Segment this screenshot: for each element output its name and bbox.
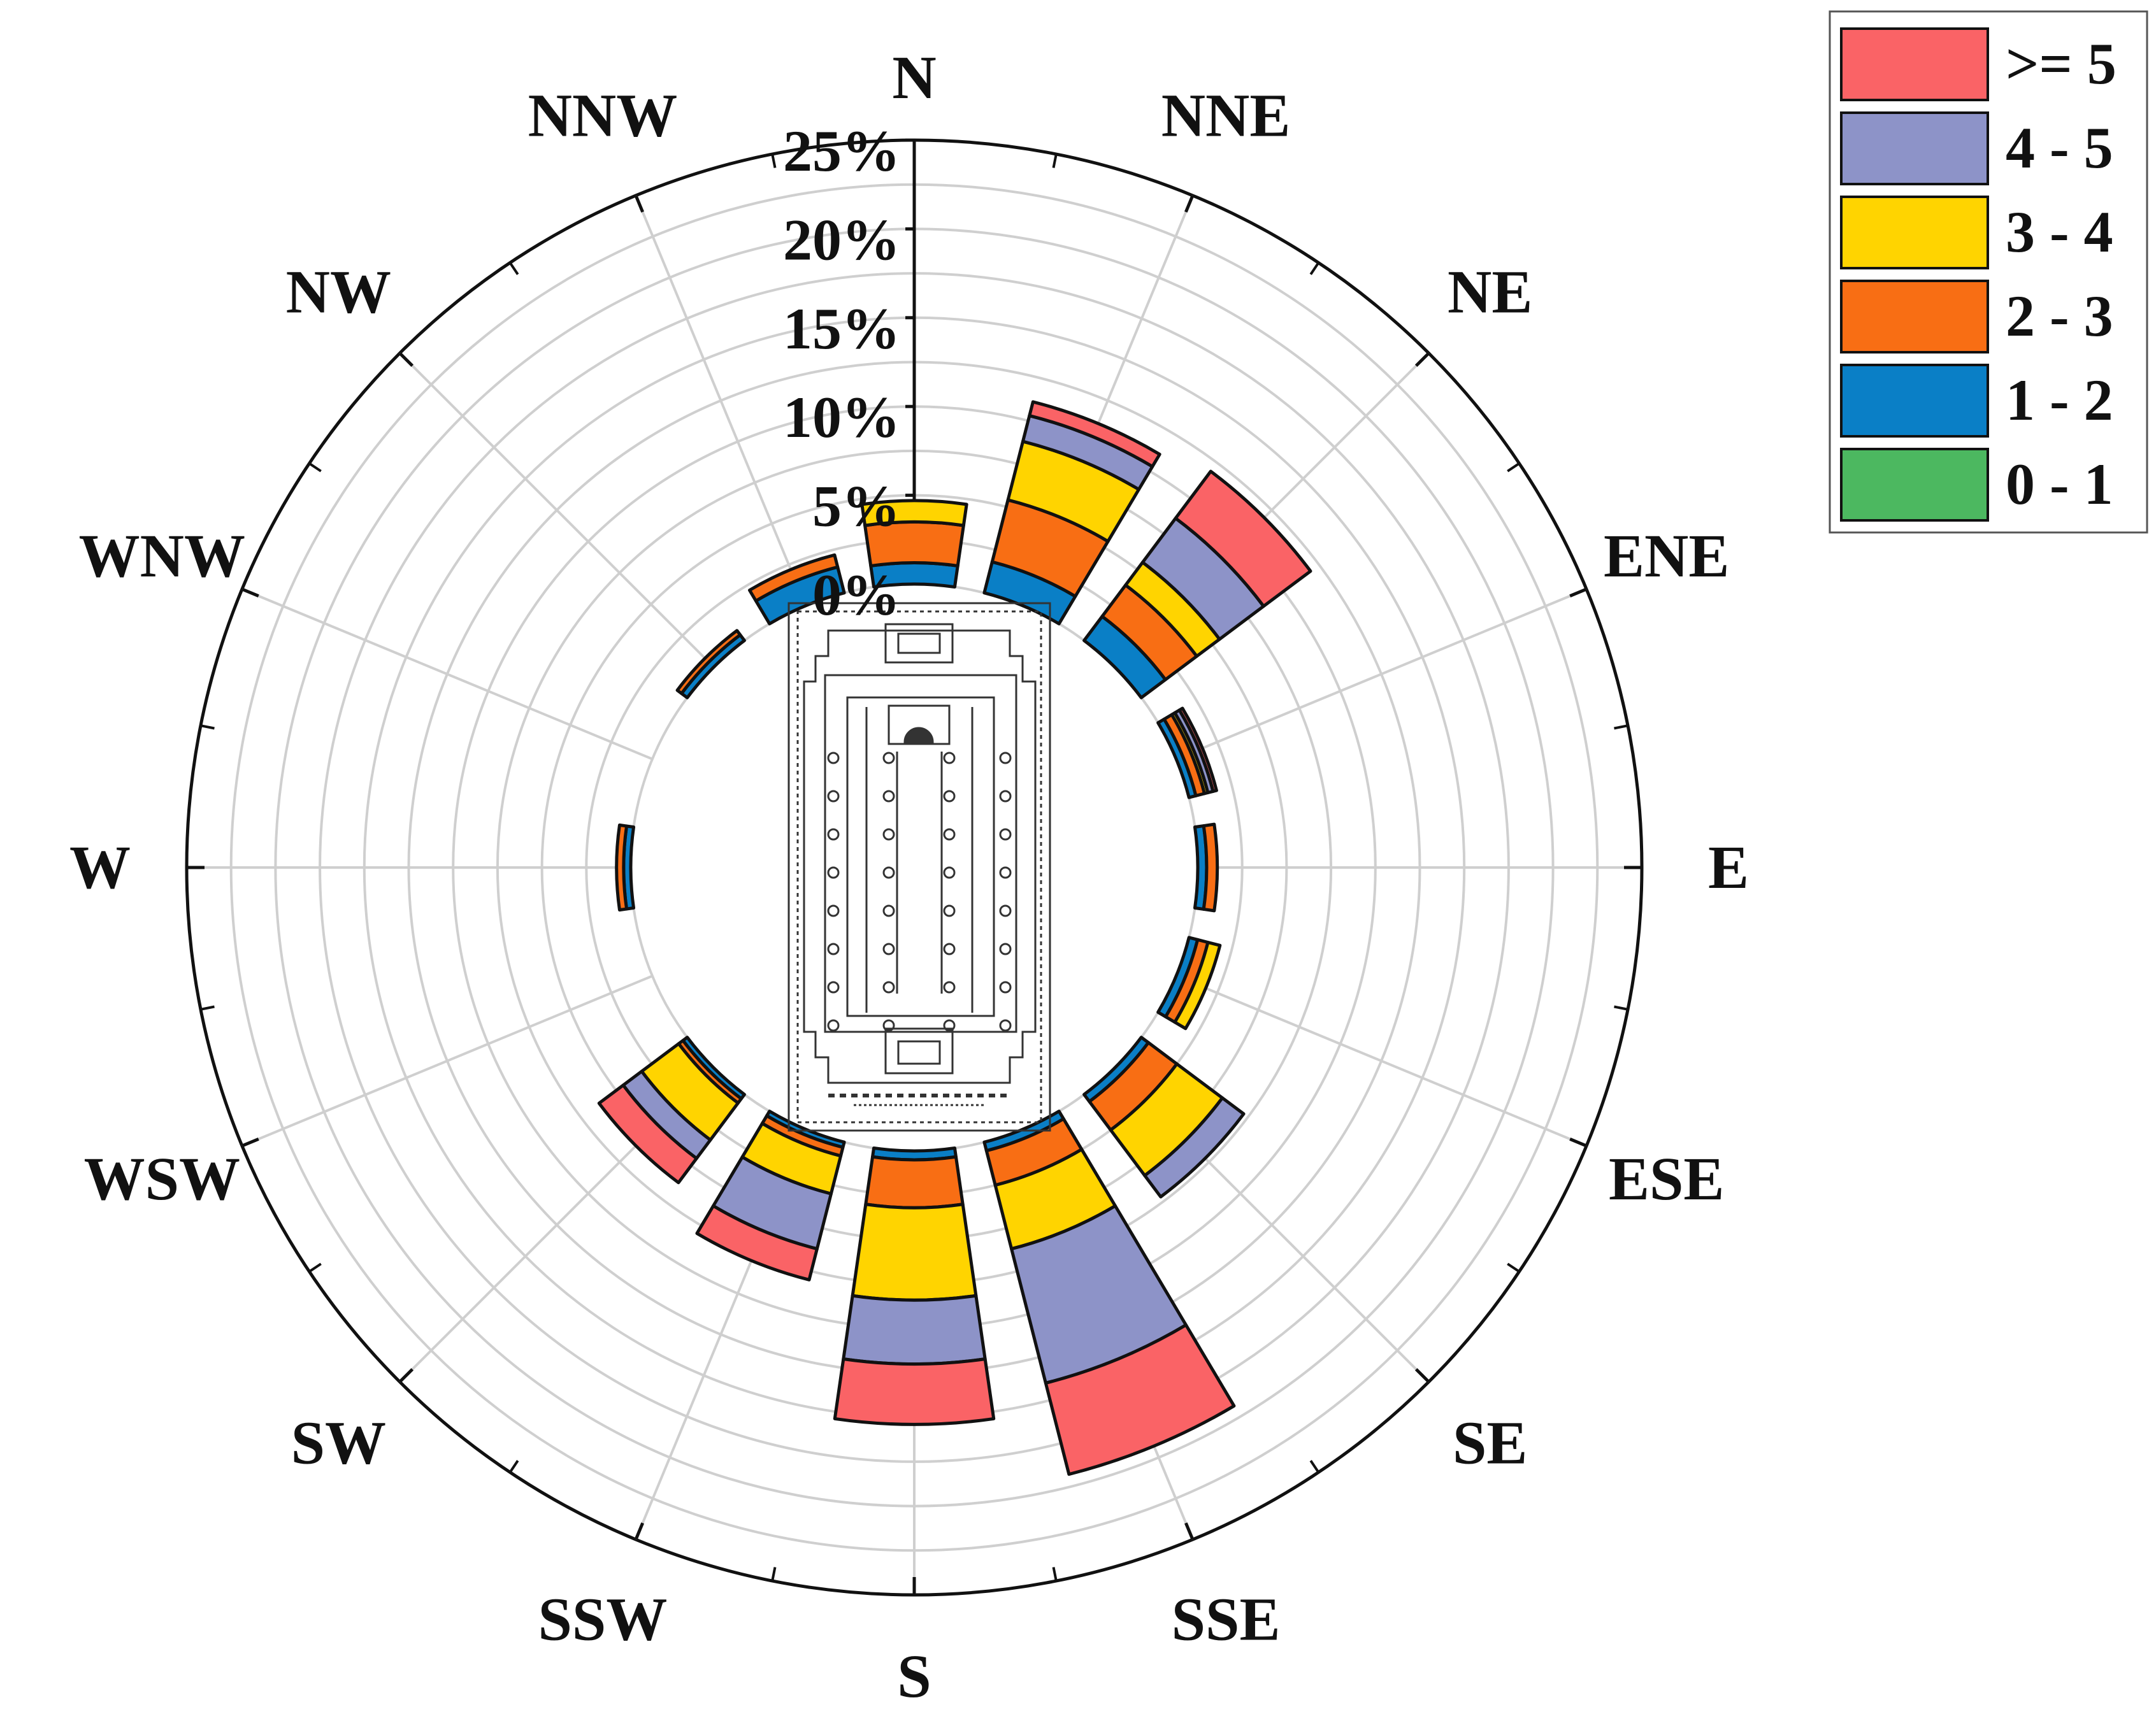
wind-bar-segment-se-4 [1143,1096,1246,1199]
outer-minor-tick [508,1460,519,1473]
direction-label-e: E [1708,833,1749,901]
outer-tick [1184,194,1195,213]
grid-circle [629,583,1199,1152]
direction-labels: N NNE NE ENE E ESE SE SSE S SSW SW WSW W WNW NW NNW [69,43,1749,1710]
grid-spoke [1175,975,1587,1147]
grid-spoke [399,352,715,668]
legend-swatch [1840,280,1989,353]
direction-label-ssw: SSW [538,1585,668,1653]
outer-tick [241,587,259,598]
direction-label-nne: NNE [1161,81,1291,149]
wind-bar-segment-nw-2 [675,629,742,696]
wind-bar-segment-s-4 [842,1294,987,1366]
outer-tick [1569,1137,1588,1148]
direction-label-ese: ESE [1609,1145,1724,1213]
outer-minor-tick [1052,1567,1058,1582]
outer-minor-tick [1309,1460,1320,1473]
grid-spoke [1175,588,1587,761]
outer-tick [634,194,645,213]
outer-minor-tick [308,1262,322,1273]
grid-spoke [635,195,807,606]
outer-minor-tick [1309,262,1320,275]
outer-minor-tick [771,154,777,168]
legend-label: 1 - 2 [2006,368,2113,432]
radial-tick-label: 0% [812,562,900,627]
outer-minor-tick [200,1005,215,1011]
radial-tick-label: 25% [783,118,900,183]
direction-label-s: S [897,1642,931,1710]
wind-bar-segment-s-5 [833,1357,996,1426]
outer-minor-tick [308,462,322,473]
radial-tick-labels: 0% 5% 10% 15% 20% 25% [783,118,900,627]
direction-label-w: W [69,833,131,901]
direction-label-nw: NW [286,257,391,325]
outer-minor-tick [1507,462,1520,473]
outer-tick [398,352,414,368]
legend-label: >= 5 [2006,31,2116,96]
legend-label: 0 - 1 [2006,452,2113,517]
legend-label: 4 - 5 [2006,115,2113,180]
radial-tick-label: 5% [812,474,900,539]
direction-label-sw: SW [291,1409,386,1477]
direction-label-nnw: NNW [528,81,678,149]
outer-minor-tick [1614,724,1628,730]
wind-bar-segment-s-2 [864,1155,965,1210]
wind-bar-segment-nnw-2 [747,553,840,603]
outer-minor-tick [508,262,519,275]
direction-label-wnw: WNW [79,522,245,590]
legend-swatch [1840,448,1989,522]
radial-tick-label: 20% [783,207,900,272]
direction-label-wsw: WSW [84,1145,240,1213]
outer-tick [634,1522,645,1541]
wind-bar-segment-w-2 [615,823,629,912]
legend-label: 2 - 3 [2006,283,2113,348]
outer-tick [398,1368,414,1383]
wind-bar-segment-sse-5 [1044,1323,1236,1476]
wind-bar-segment-ssw-5 [695,1204,819,1282]
outer-tick [1184,1522,1195,1541]
wind-bar-segment-ene-5 [1177,706,1218,793]
direction-label-se: SE [1453,1409,1527,1477]
outer-minor-tick [1614,1005,1628,1011]
wind-bar-segment-nne-5 [1028,400,1161,468]
outer-tick [1414,1368,1430,1383]
direction-label-n: N [892,43,936,111]
building-plan-image [787,602,1051,1132]
legend-swatch [1840,196,1989,269]
direction-label-sse: SSE [1172,1585,1281,1653]
outer-minor-tick [1052,154,1058,168]
legend-swatch [1840,111,1989,185]
radial-tick-label: 15% [783,296,900,361]
legend-label: 3 - 4 [2006,199,2113,264]
outer-minor-tick [200,724,215,730]
wind-bar-segment-n-3 [860,499,968,527]
outer-minor-tick [771,1567,777,1582]
wind-bar-segment-s-3 [851,1203,978,1302]
outer-tick [1414,352,1430,368]
wind-bar-segment-e-2 [1202,822,1219,913]
wind-bars [597,400,1312,1476]
legend-swatch [1840,364,1989,438]
wind-bar-segment-sw-5 [597,1083,698,1185]
outer-tick [241,1137,259,1148]
grid-spoke [241,588,653,761]
legend: >= 5 4 - 5 3 - 4 2 - 3 1 - 2 0 - 1 [1829,10,2148,534]
legend-swatch [1840,27,1989,101]
wind-bar-segment-ne-5 [1174,469,1312,608]
wind-bar-segment-ese-3 [1173,940,1222,1031]
direction-label-ne: NE [1448,257,1532,325]
direction-label-ene: ENE [1604,522,1729,590]
outer-minor-tick [1507,1262,1520,1273]
grid-spoke [241,975,653,1147]
outer-tick [1569,587,1588,598]
radial-tick-label: 10% [783,385,900,450]
